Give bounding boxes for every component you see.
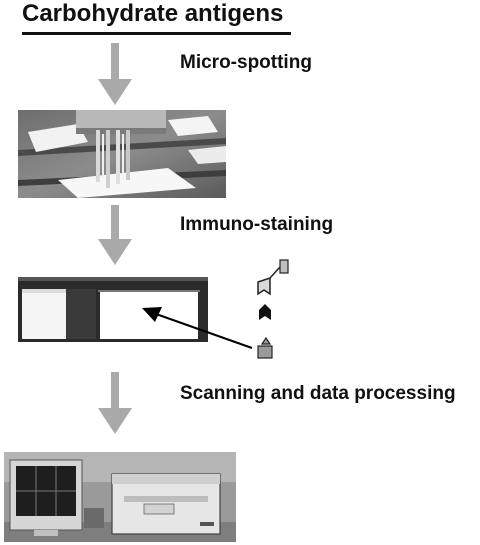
- micro-spotting-photo: [18, 110, 226, 198]
- printer-scanner-icon: [111, 473, 221, 535]
- immuno-staining-slide: [18, 277, 208, 342]
- down-arrow-2: [98, 205, 132, 265]
- title-underline: [22, 32, 291, 35]
- page-title: Carbohydrate antigens: [22, 0, 284, 27]
- step-label-immuno-staining: Immuno-staining: [180, 214, 334, 235]
- down-arrow-1: [98, 43, 132, 105]
- pointer-arrow: [142, 307, 253, 349]
- antibody-chain-icon: [257, 259, 289, 359]
- monitor-icon: [9, 459, 83, 536]
- step-label-scanning: Scanning and data processing: [180, 383, 456, 404]
- scanning-photo: [4, 452, 236, 542]
- down-arrow-3: [98, 372, 132, 434]
- step-label-micro-spotting: Micro-spotting: [180, 52, 312, 73]
